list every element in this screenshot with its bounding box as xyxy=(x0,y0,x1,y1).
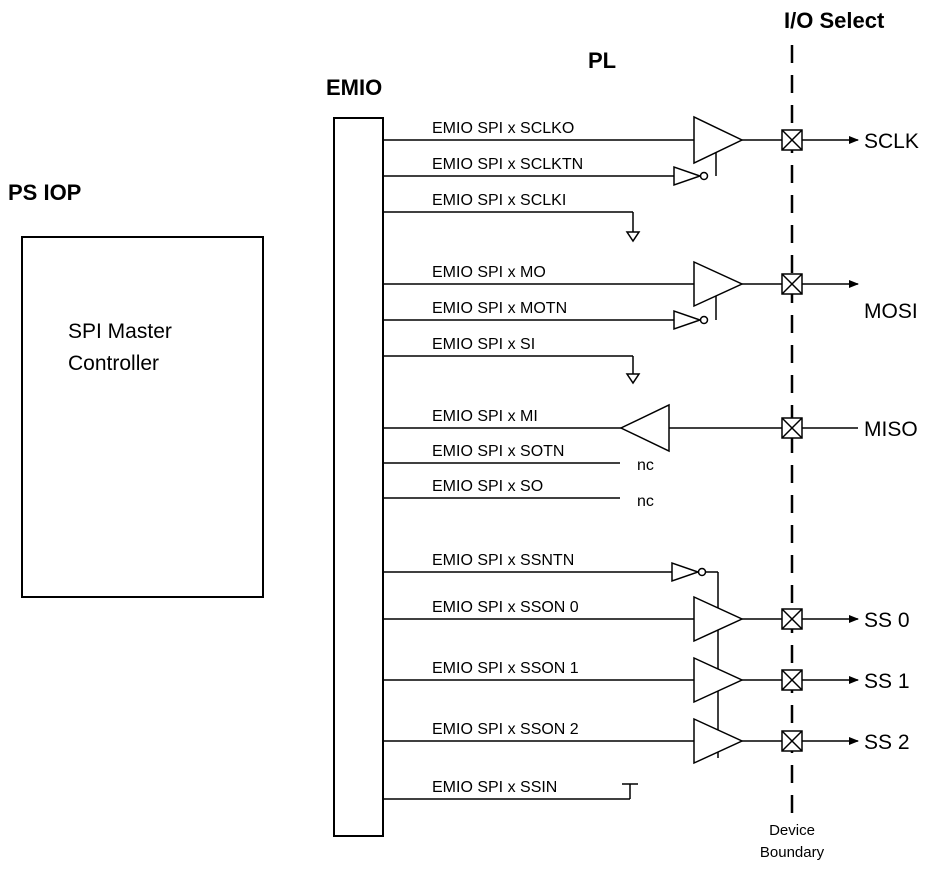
signal-label-sson2: EMIO SPI x SSON 2 xyxy=(432,721,579,738)
signal-label-sclki: EMIO SPI x SCLKI xyxy=(432,192,566,209)
signal-label-sson1: EMIO SPI x SSON 1 xyxy=(432,660,579,677)
ss-group xyxy=(384,561,859,800)
tristate-buffer xyxy=(693,260,744,308)
ground-symbol xyxy=(625,373,641,385)
tristate-buffer xyxy=(693,595,744,643)
signal-label-sclko: EMIO SPI x SCLKO xyxy=(432,120,574,137)
spi-master-controller-block xyxy=(21,236,264,598)
nc-label-sotn: nc xyxy=(637,457,654,474)
mosi-group xyxy=(384,260,859,385)
pin-label-miso: MISO xyxy=(864,418,918,441)
controller-label-line1: SPI Master xyxy=(68,320,172,343)
boundary-label-line2: Boundary xyxy=(760,844,825,861)
pin-label-mosi: MOSI xyxy=(864,300,918,323)
boundary-label-line1: Device xyxy=(769,822,815,839)
signal-label-sclktn: EMIO SPI x SCLKTN xyxy=(432,156,583,173)
inverter xyxy=(671,561,701,583)
input-buffer xyxy=(619,403,670,453)
signal-label-so: EMIO SPI x SO xyxy=(432,478,543,495)
signal-label-ssin: EMIO SPI x SSIN xyxy=(432,779,557,796)
emio-header: EMIO xyxy=(326,75,382,100)
tristate-buffer xyxy=(693,115,744,165)
sclk-group xyxy=(384,115,859,243)
pl-header: PL xyxy=(588,48,616,73)
ps-iop-header: PS IOP xyxy=(8,180,81,205)
emio-bar xyxy=(333,117,384,837)
tristate-buffer xyxy=(693,656,744,704)
signal-label-motn: EMIO SPI x MOTN xyxy=(432,300,567,317)
pin-label-sclk: SCLK xyxy=(864,130,919,153)
signal-label-si: EMIO SPI x SI xyxy=(432,336,535,353)
nc-label-so: nc xyxy=(637,493,654,510)
miso-group xyxy=(384,403,858,499)
controller-label-line2: Controller xyxy=(68,352,159,375)
pin-label-ss0: SS 0 xyxy=(864,609,910,632)
inverter xyxy=(673,309,703,331)
pin-label-ss2: SS 2 xyxy=(864,731,910,754)
tristate-buffer xyxy=(693,717,744,765)
ground-symbol xyxy=(625,231,641,243)
inverter xyxy=(673,165,703,187)
pin-label-ss1: SS 1 xyxy=(864,670,910,693)
signal-label-sson0: EMIO SPI x SSON 0 xyxy=(432,599,579,616)
signal-label-mo: EMIO SPI x MO xyxy=(432,264,546,281)
io-select-header: I/O Select xyxy=(784,8,885,33)
signal-label-mi: EMIO SPI x MI xyxy=(432,408,538,425)
signal-label-sotn: EMIO SPI x SOTN xyxy=(432,443,564,460)
signal-label-ssntn: EMIO SPI x SSNTN xyxy=(432,552,574,569)
